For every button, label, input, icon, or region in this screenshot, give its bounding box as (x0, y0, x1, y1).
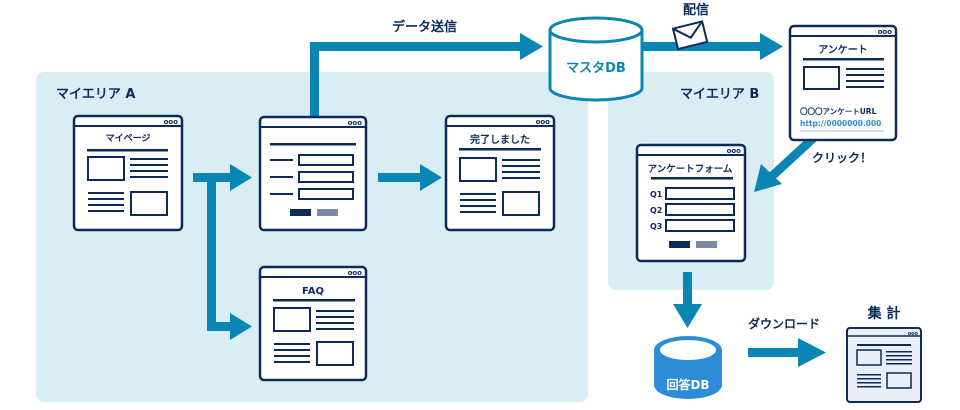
summary-title: 集 計 (867, 305, 901, 322)
form-to-complete-head (420, 164, 442, 191)
complete-title: 完了しました (470, 133, 530, 146)
download-label: ダウンロード (748, 316, 820, 331)
master-db-label: マスタDB (566, 61, 626, 76)
form-cancel-button (317, 209, 338, 216)
question-label: Q3 (650, 222, 662, 231)
window-dots-icon: ooo (348, 269, 363, 277)
survey-url-link[interactable]: http://0000000.000 (800, 119, 881, 128)
deliver-arrow-head (760, 33, 783, 60)
window-form: ooo (258, 115, 368, 232)
window-dots-icon: ooo (536, 118, 551, 126)
survey-form-title: アンケートフォーム (648, 164, 733, 175)
send-arrow-vertical (310, 42, 319, 118)
window-complete: ooo 完了しました (444, 114, 556, 232)
form-to-answerdb-head (673, 304, 702, 328)
window-dots-icon: ooo (348, 119, 363, 127)
answer-db-label: 回答DB (666, 377, 709, 392)
question-label: Q1 (650, 190, 663, 199)
window-survey-form: ooo アンケートフォーム Q1 Q2 Q3 (635, 143, 747, 263)
question-label: Q2 (650, 206, 662, 215)
area-b-label: マイエリア B (680, 87, 759, 102)
form-to-answerdb-line (683, 272, 692, 306)
window-dots-icon: ooo (727, 147, 742, 155)
window-faq: ooo FAQ (258, 265, 368, 382)
faq-title: FAQ (302, 286, 324, 297)
survey-submit-button (669, 241, 690, 248)
window-summary: ooo (846, 327, 922, 403)
branch-arrow-vertical (207, 173, 216, 331)
window-dots-icon: ooo (164, 118, 179, 126)
window-mypage: ooo マイページ (72, 114, 184, 232)
envelope-icon (671, 20, 709, 51)
send-arrow-head (520, 33, 543, 60)
deliver-arrow-line (640, 42, 762, 51)
deliver-label: 配信 (683, 2, 709, 18)
window-survey-mail: ooo アンケート 〇〇〇アンケートURL http://0000000.000 (788, 24, 898, 142)
download-arrow-head (798, 338, 826, 367)
form-submit-button (290, 209, 311, 216)
branch-arrow-head-form (230, 164, 252, 191)
survey-url-label: 〇〇〇アンケートURL (800, 106, 877, 116)
area-a-label: マイエリア A (56, 87, 135, 102)
answer-db: 回答DB (654, 336, 722, 399)
click-label: クリック！ (812, 151, 872, 165)
branch-arrow-faq-line (207, 322, 233, 331)
mypage-title: マイページ (106, 133, 151, 144)
download-arrow-line (748, 348, 800, 357)
send-arrow-horizontal (310, 42, 522, 51)
survey-mail-title: アンケート (818, 44, 868, 56)
master-db: マスタDB (548, 16, 644, 102)
window-dots-icon: ooo (878, 28, 893, 36)
send-data-label: データ送信 (392, 19, 457, 35)
click-arrow-head (754, 164, 782, 192)
form-to-complete-line (378, 173, 422, 182)
branch-arrow-head-faq (230, 313, 252, 340)
window-dots-icon: ooo (908, 331, 919, 337)
survey-cancel-button (696, 241, 717, 248)
